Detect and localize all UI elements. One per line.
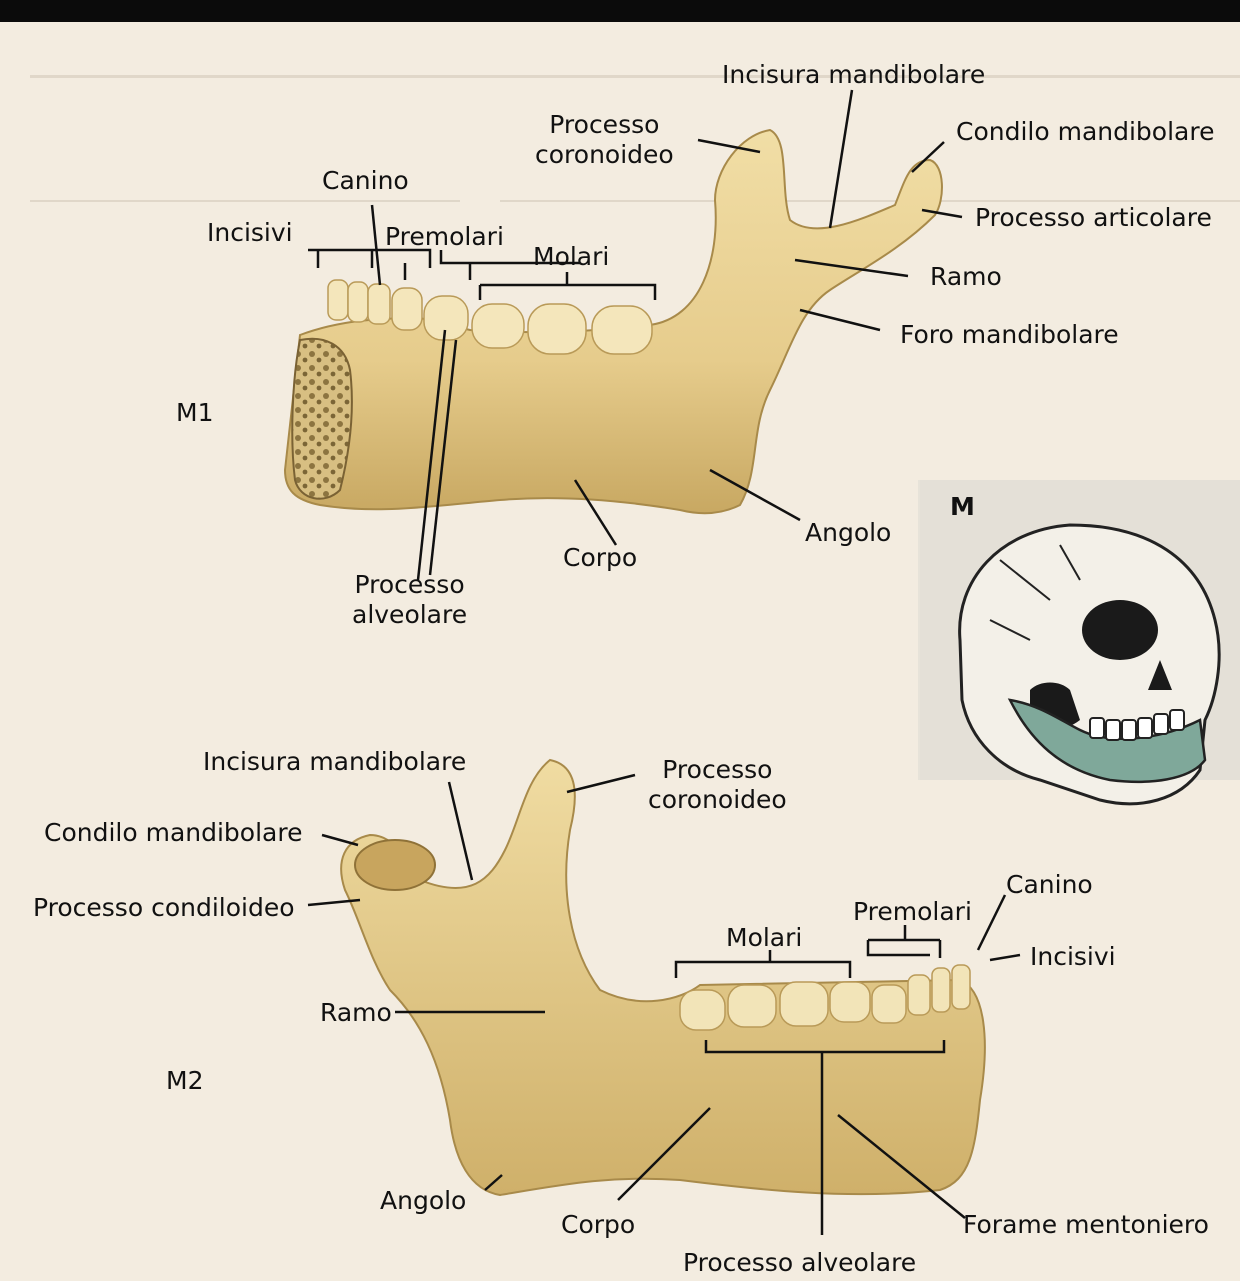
skull-panel-label: M: [950, 492, 975, 522]
m1-label-incisivi: Incisivi: [207, 218, 293, 248]
mandible-m2: [341, 760, 985, 1195]
m1-panel-label: M1: [176, 398, 213, 428]
m1-label-condilo-mandibolare: Condilo mandibolare: [956, 117, 1214, 147]
m2-label-ramo: Ramo: [320, 998, 392, 1028]
m1-label-canino: Canino: [322, 166, 409, 196]
m2-label-processo-alveolare: Processo alveolare: [683, 1248, 916, 1278]
m2-label-incisura-mandibolare: Incisura mandibolare: [203, 747, 466, 777]
m1-label-processo-articolare: Processo articolare: [975, 203, 1212, 233]
m1-label-foro-mandibolare: Foro mandibolare: [900, 320, 1119, 350]
m1-label-processo-coronoideo: Processo coronoideo: [535, 110, 674, 170]
m2-label-molari: Molari: [726, 923, 802, 953]
mandible-m1-cut-surface: [292, 339, 352, 499]
m2-label-incisivi: Incisivi: [1030, 942, 1116, 972]
m1-label-angolo: Angolo: [805, 518, 891, 548]
m2-label-processo-coronoideo: Processo coronoideo: [648, 755, 787, 815]
m2-label-processo-condiloideo: Processo condiloideo: [33, 893, 295, 923]
m2-label-premolari: Premolari: [853, 897, 972, 927]
m2-label-corpo: Corpo: [561, 1210, 635, 1240]
m1-label-premolari: Premolari: [385, 222, 504, 252]
m1-label-molari: Molari: [533, 242, 609, 272]
m2-label-forame-mentoniero: Forame mentoniero: [963, 1210, 1209, 1240]
m2-label-angolo: Angolo: [380, 1186, 466, 1216]
m2-label-condilo-mandibolare: Condilo mandibolare: [44, 818, 302, 848]
m1-label-processo-alveolare: Processo alveolare: [352, 570, 467, 630]
m2-label-canino: Canino: [1006, 870, 1093, 900]
skull-illustration: [918, 480, 1240, 804]
m1-label-ramo: Ramo: [930, 262, 1002, 292]
m2-panel-label: M2: [166, 1066, 203, 1096]
mandible-m2-bone: [341, 760, 985, 1195]
m1-label-corpo: Corpo: [563, 543, 637, 573]
m1-label-incisura-mandibolare: Incisura mandibolare: [722, 60, 985, 90]
